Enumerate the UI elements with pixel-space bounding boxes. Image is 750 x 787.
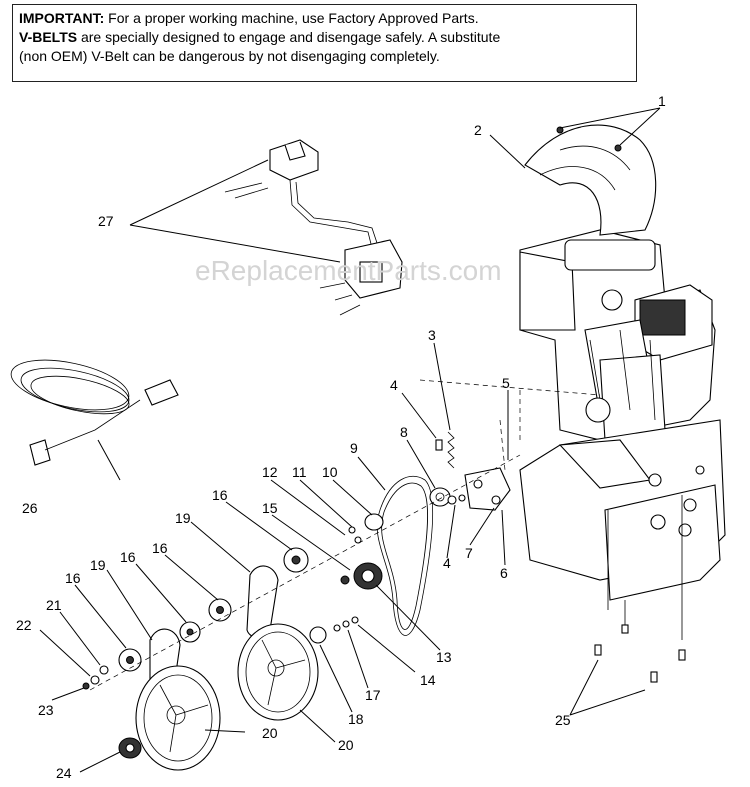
callout-15: 15 — [262, 500, 278, 516]
callout-16-a: 16 — [212, 487, 228, 503]
notice-vbelts-label: V-BELTS — [19, 29, 78, 45]
switch-harness-part-27 — [224, 139, 403, 316]
callout-4-lower: 4 — [443, 555, 451, 571]
callout-26: 26 — [22, 500, 38, 516]
notice-line-3: (non OEM) V-Belt can be dangerous by not… — [19, 48, 440, 64]
callout-14: 14 — [420, 672, 436, 688]
notice-line-1-text: For a proper working machine, use Factor… — [104, 10, 479, 26]
callout-2: 2 — [474, 122, 482, 138]
callout-10: 10 — [322, 464, 338, 480]
callout-21: 21 — [46, 597, 62, 613]
callout-25: 25 — [555, 712, 571, 728]
callout-16-b: 16 — [152, 540, 168, 556]
important-notice-box: IMPORTANT: For a proper working machine,… — [12, 4, 637, 82]
watermark-text: eReplacementParts.com — [195, 255, 502, 286]
callout-19-a: 19 — [175, 510, 191, 526]
axis-lines — [89, 379, 601, 691]
callout-4-upper: 4 — [390, 377, 398, 393]
callout-20-a: 20 — [338, 737, 354, 753]
callout-13: 13 — [436, 649, 452, 665]
callout-6: 6 — [500, 565, 508, 581]
callout-5: 5 — [502, 375, 510, 391]
engine-assembly — [519, 124, 726, 601]
callout-9: 9 — [350, 440, 358, 456]
callout-17: 17 — [365, 687, 381, 703]
drive-belts-and-pulleys — [309, 431, 511, 644]
callout-19-b: 19 — [90, 557, 106, 573]
callout-16-d: 16 — [65, 570, 81, 586]
callout-22: 22 — [16, 617, 32, 633]
notice-line-1: IMPORTANT: For a proper working machine,… — [19, 9, 630, 28]
callout-11: 11 — [292, 464, 307, 480]
notice-line-2: V-BELTS are specially designed to engage… — [19, 28, 630, 47]
callout-3: 3 — [428, 327, 436, 343]
screws-part-1 — [556, 126, 622, 152]
left-pulley-stack — [82, 547, 319, 771]
callout-12: 12 — [262, 464, 278, 480]
callout-24: 24 — [56, 765, 72, 781]
callout-1: 1 — [658, 93, 666, 109]
callout-18: 18 — [348, 711, 364, 727]
bolts-part-25 — [594, 495, 686, 683]
notice-important-label: IMPORTANT: — [19, 10, 105, 26]
leader-lines — [39, 107, 661, 773]
callout-16-c: 16 — [120, 549, 136, 565]
callout-labels: 1 2 3 4 5 6 7 4 8 9 10 11 12 13 14 15 16… — [16, 93, 666, 781]
callout-8: 8 — [400, 424, 408, 440]
callout-7: 7 — [465, 545, 473, 561]
callout-23: 23 — [38, 702, 54, 718]
notice-line-2-text: are specially designed to engage and dis… — [77, 29, 501, 45]
power-cord-part-26 — [10, 359, 179, 466]
callout-20-b: 20 — [262, 725, 278, 741]
callout-27: 27 — [98, 213, 114, 229]
